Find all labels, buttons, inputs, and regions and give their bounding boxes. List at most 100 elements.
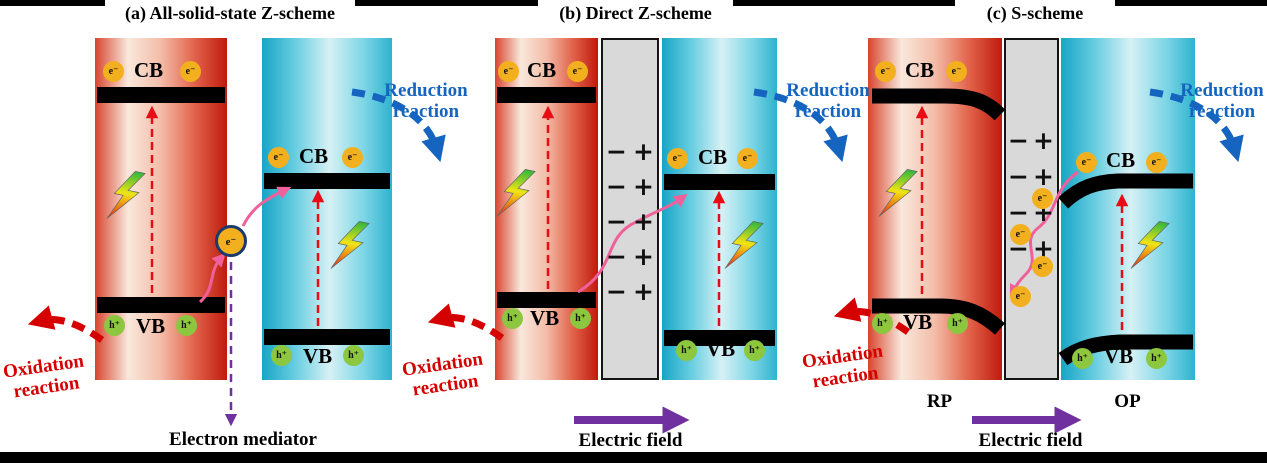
hole-label: h⁺	[276, 350, 287, 361]
electron-label: e⁻	[185, 66, 196, 77]
charge-pair-row: −+	[606, 139, 654, 164]
hole-label: h⁺	[952, 318, 963, 329]
cb-label: CB	[134, 58, 164, 82]
interface-electron-circle: e⁻	[1032, 188, 1053, 209]
hole-circle: h⁺	[271, 345, 292, 366]
interface-electron-circle: e⁻	[1010, 286, 1031, 307]
charge-pair-row: −+	[1008, 128, 1054, 153]
hole-circle: h⁺	[872, 313, 893, 334]
vb-label: VB	[706, 337, 736, 361]
minus-sign: −	[606, 242, 627, 271]
cb-label: CB	[1106, 148, 1136, 172]
electron-label: e⁻	[225, 235, 237, 248]
panel-a-oxidation-arrow	[27, 305, 105, 343]
minus-sign: −	[606, 277, 627, 306]
hole-circle: h⁺	[104, 315, 125, 336]
vb-label: VB	[303, 344, 333, 368]
interface-electron-circle: e⁻	[1010, 224, 1031, 245]
minus-sign: −	[606, 137, 627, 166]
hole-circle: h⁺	[947, 313, 968, 334]
plus-sign: +	[633, 172, 654, 201]
minus-sign: −	[606, 207, 627, 236]
interface-electron-circle: e⁻	[1032, 256, 1053, 277]
plus-sign: +	[633, 242, 654, 271]
oxidation-reaction-label: Oxidation reaction	[800, 340, 885, 393]
electron-label: e⁻	[880, 66, 891, 77]
hole-label: h⁺	[681, 345, 692, 356]
panel-b-right-cb-band	[664, 174, 775, 190]
panel-a-right-cb-band	[264, 173, 390, 189]
rp-label: RP	[926, 391, 953, 412]
oxidation-reaction-label: Oxidation reaction	[1, 350, 86, 403]
minus-sign: −	[1008, 198, 1029, 227]
charge-pair-row: −+	[606, 244, 654, 269]
frame-bottom-border	[0, 452, 1267, 463]
electron-circle: e⁻	[1076, 152, 1097, 173]
hole-label: h⁺	[507, 313, 518, 324]
panel-a-left-cb-band	[97, 87, 225, 103]
electron-label: e⁻	[572, 66, 583, 77]
panel-b-oxidation-arrow	[427, 303, 505, 341]
hole-circle: h⁺	[176, 315, 197, 336]
plus-sign: +	[633, 277, 654, 306]
electron-label: e⁻	[273, 152, 284, 163]
electron-mediator-circle: e⁻	[215, 225, 247, 257]
op-label: OP	[1114, 391, 1141, 412]
electron-label: e⁻	[1015, 291, 1026, 302]
minus-sign: −	[1008, 126, 1029, 155]
cb-label: CB	[527, 58, 557, 82]
electron-circle: e⁻	[1146, 152, 1167, 173]
electron-circle: e⁻	[342, 147, 363, 168]
electron-circle: e⁻	[567, 61, 588, 82]
vb-label: VB	[903, 310, 933, 334]
electron-label: e⁻	[1081, 157, 1092, 168]
panel-a-right-vb-band	[264, 329, 390, 345]
electron-label: e⁻	[1037, 193, 1048, 204]
electron-label: e⁻	[1015, 229, 1026, 240]
oxidation-reaction-label: Oxidation reaction	[400, 348, 485, 401]
cb-label: CB	[299, 144, 329, 168]
charge-pair-row: −+	[606, 174, 654, 199]
hole-label: h⁺	[109, 320, 120, 331]
electron-label: e⁻	[108, 66, 119, 77]
electron-label: e⁻	[742, 153, 753, 164]
minus-sign: −	[1008, 162, 1029, 191]
electron-label: e⁻	[347, 152, 358, 163]
reduction-reaction-label: Reduction reaction	[1180, 80, 1264, 123]
electron-label: e⁻	[503, 66, 514, 77]
minus-sign: −	[606, 172, 627, 201]
charge-pair-row: −+	[606, 279, 654, 304]
electron-circle: e⁻	[498, 61, 519, 82]
electron-circle: e⁻	[180, 61, 201, 82]
hole-circle: h⁺	[676, 340, 697, 361]
panel-b-title: (b) Direct Z-scheme	[538, 0, 733, 27]
panel-a-left-vb-band	[97, 297, 225, 313]
hole-label: h⁺	[348, 350, 359, 361]
hole-circle: h⁺	[502, 308, 523, 329]
hole-label: h⁺	[1151, 353, 1162, 364]
plus-sign: +	[1033, 162, 1054, 191]
panel-b-cyan-semiconductor	[662, 38, 777, 380]
electron-circle: e⁻	[667, 148, 688, 169]
charge-pair-row: −+	[606, 209, 654, 234]
hole-circle: h⁺	[1072, 348, 1093, 369]
plus-sign: +	[1033, 126, 1054, 155]
electron-label: e⁻	[951, 66, 962, 77]
hole-label: h⁺	[877, 318, 888, 329]
hole-circle: h⁺	[343, 345, 364, 366]
electron-circle: e⁻	[103, 61, 124, 82]
vb-label: VB	[1104, 344, 1134, 368]
plus-sign: +	[633, 137, 654, 166]
hole-label: h⁺	[181, 320, 192, 331]
electron-circle: e⁻	[737, 148, 758, 169]
electric-field-label: Electric field	[578, 430, 683, 451]
charge-pair-row: −+	[1008, 164, 1054, 189]
panel-b-left-cb-band	[497, 87, 596, 103]
vb-label: VB	[136, 314, 166, 338]
hole-circle: h⁺	[570, 308, 591, 329]
electron-circle: e⁻	[268, 147, 289, 168]
reduction-reaction-label: Reduction reaction	[786, 80, 870, 123]
electron-mediator-label: Electron mediator	[169, 429, 317, 450]
electron-circle: e⁻	[946, 61, 967, 82]
hole-label: h⁺	[1077, 353, 1088, 364]
